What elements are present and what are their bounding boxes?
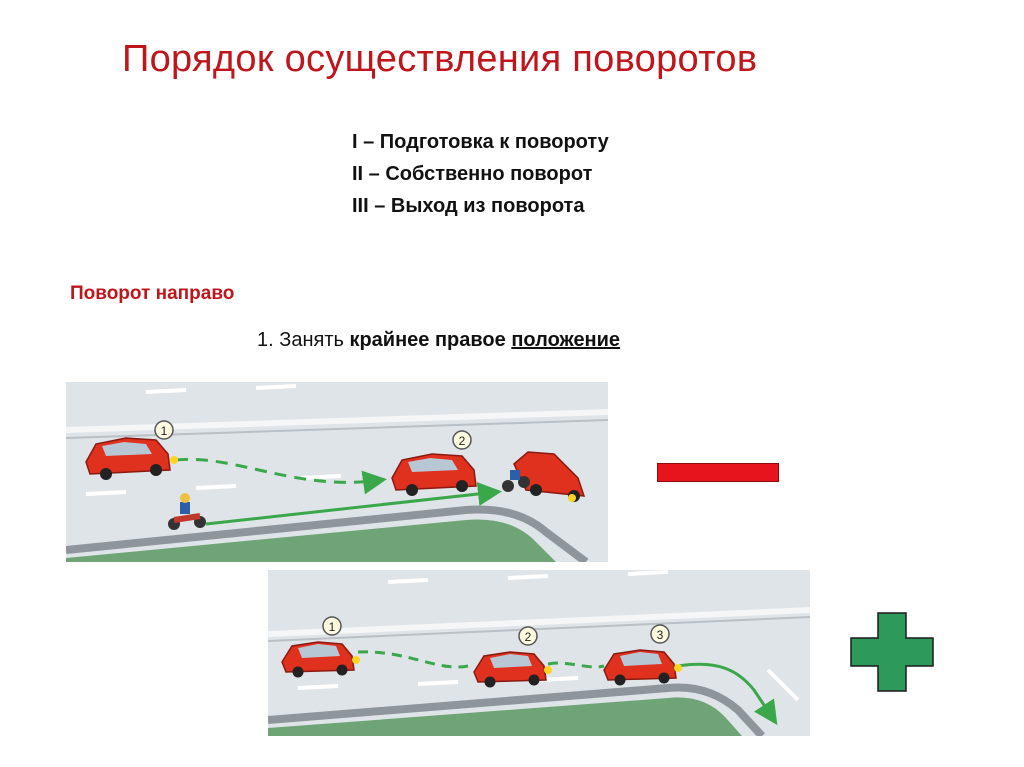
subheading-right-turn: Поворот направо [70,283,234,305]
illustration-scene-2: 1 2 3 [268,570,810,736]
step-bold: крайнее правое [349,329,511,351]
phase-3: III – Выход из поворота [352,190,609,222]
marker-1-label: 1 [329,620,336,634]
page-title: Порядок осуществления поворотов [122,38,757,81]
phase-2: II – Собственно поворот [352,158,609,190]
step-prefix: 1. Занять [257,329,349,351]
green-cross-icon [850,612,934,692]
step-1: 1. Занять крайнее правое положение [257,329,620,352]
marker-2-label: 2 [525,630,532,644]
red-bar-icon [657,463,779,482]
phase-1: I – Подготовка к повороту [352,126,609,158]
marker-3-label: 3 [657,628,664,642]
phases-list: I – Подготовка к повороту II – Собственн… [352,126,609,222]
step-underlined: положение [511,329,620,351]
marker-1-label: 1 [161,424,168,438]
illustration-scene-1: 1 2 [66,382,608,562]
marker-2-label: 2 [459,434,466,448]
